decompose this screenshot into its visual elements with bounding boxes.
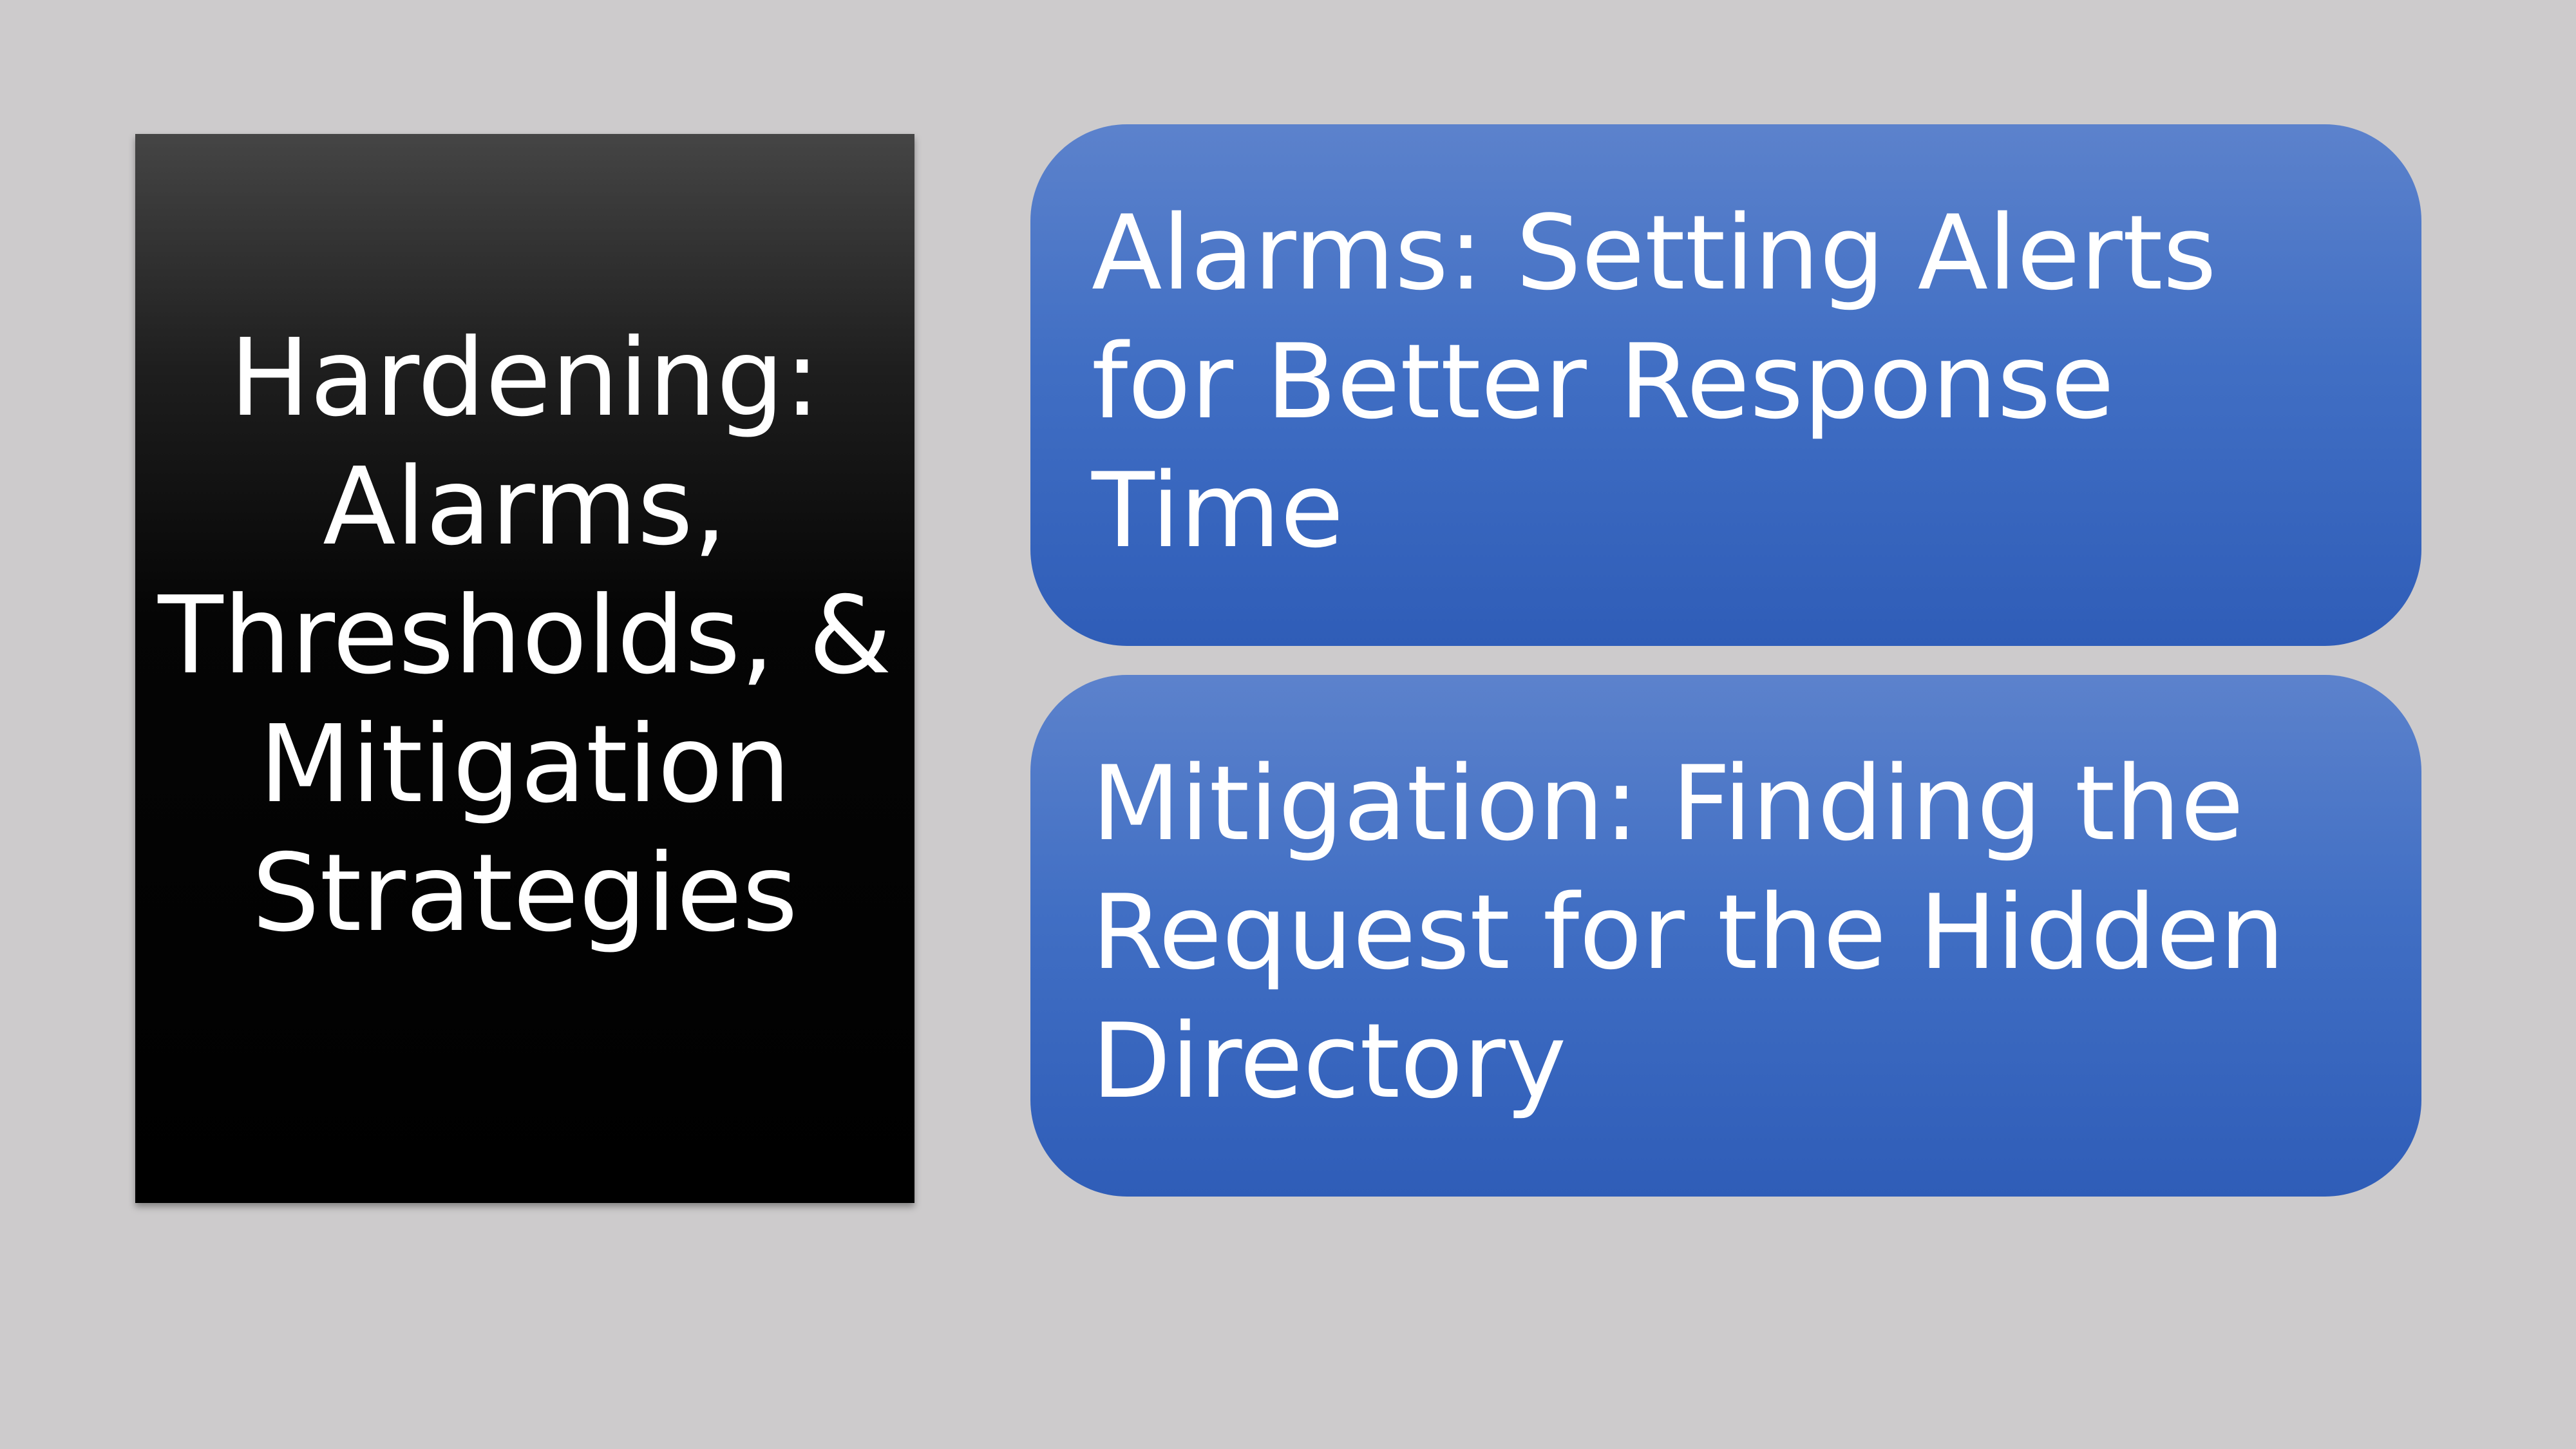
- alarms-card: Alarms: Setting Alerts for Better Respon…: [1030, 124, 2421, 646]
- alarms-card-text: Alarms: Setting Alerts for Better Respon…: [1092, 193, 2217, 571]
- slide-title: Hardening: Alarms, Thresholds, & Mitigat…: [158, 316, 892, 956]
- mitigation-card-text: Mitigation: Finding the Request for the …: [1092, 743, 2285, 1121]
- mitigation-card: Mitigation: Finding the Request for the …: [1030, 675, 2421, 1197]
- title-panel: Hardening: Alarms, Thresholds, & Mitigat…: [135, 134, 914, 1203]
